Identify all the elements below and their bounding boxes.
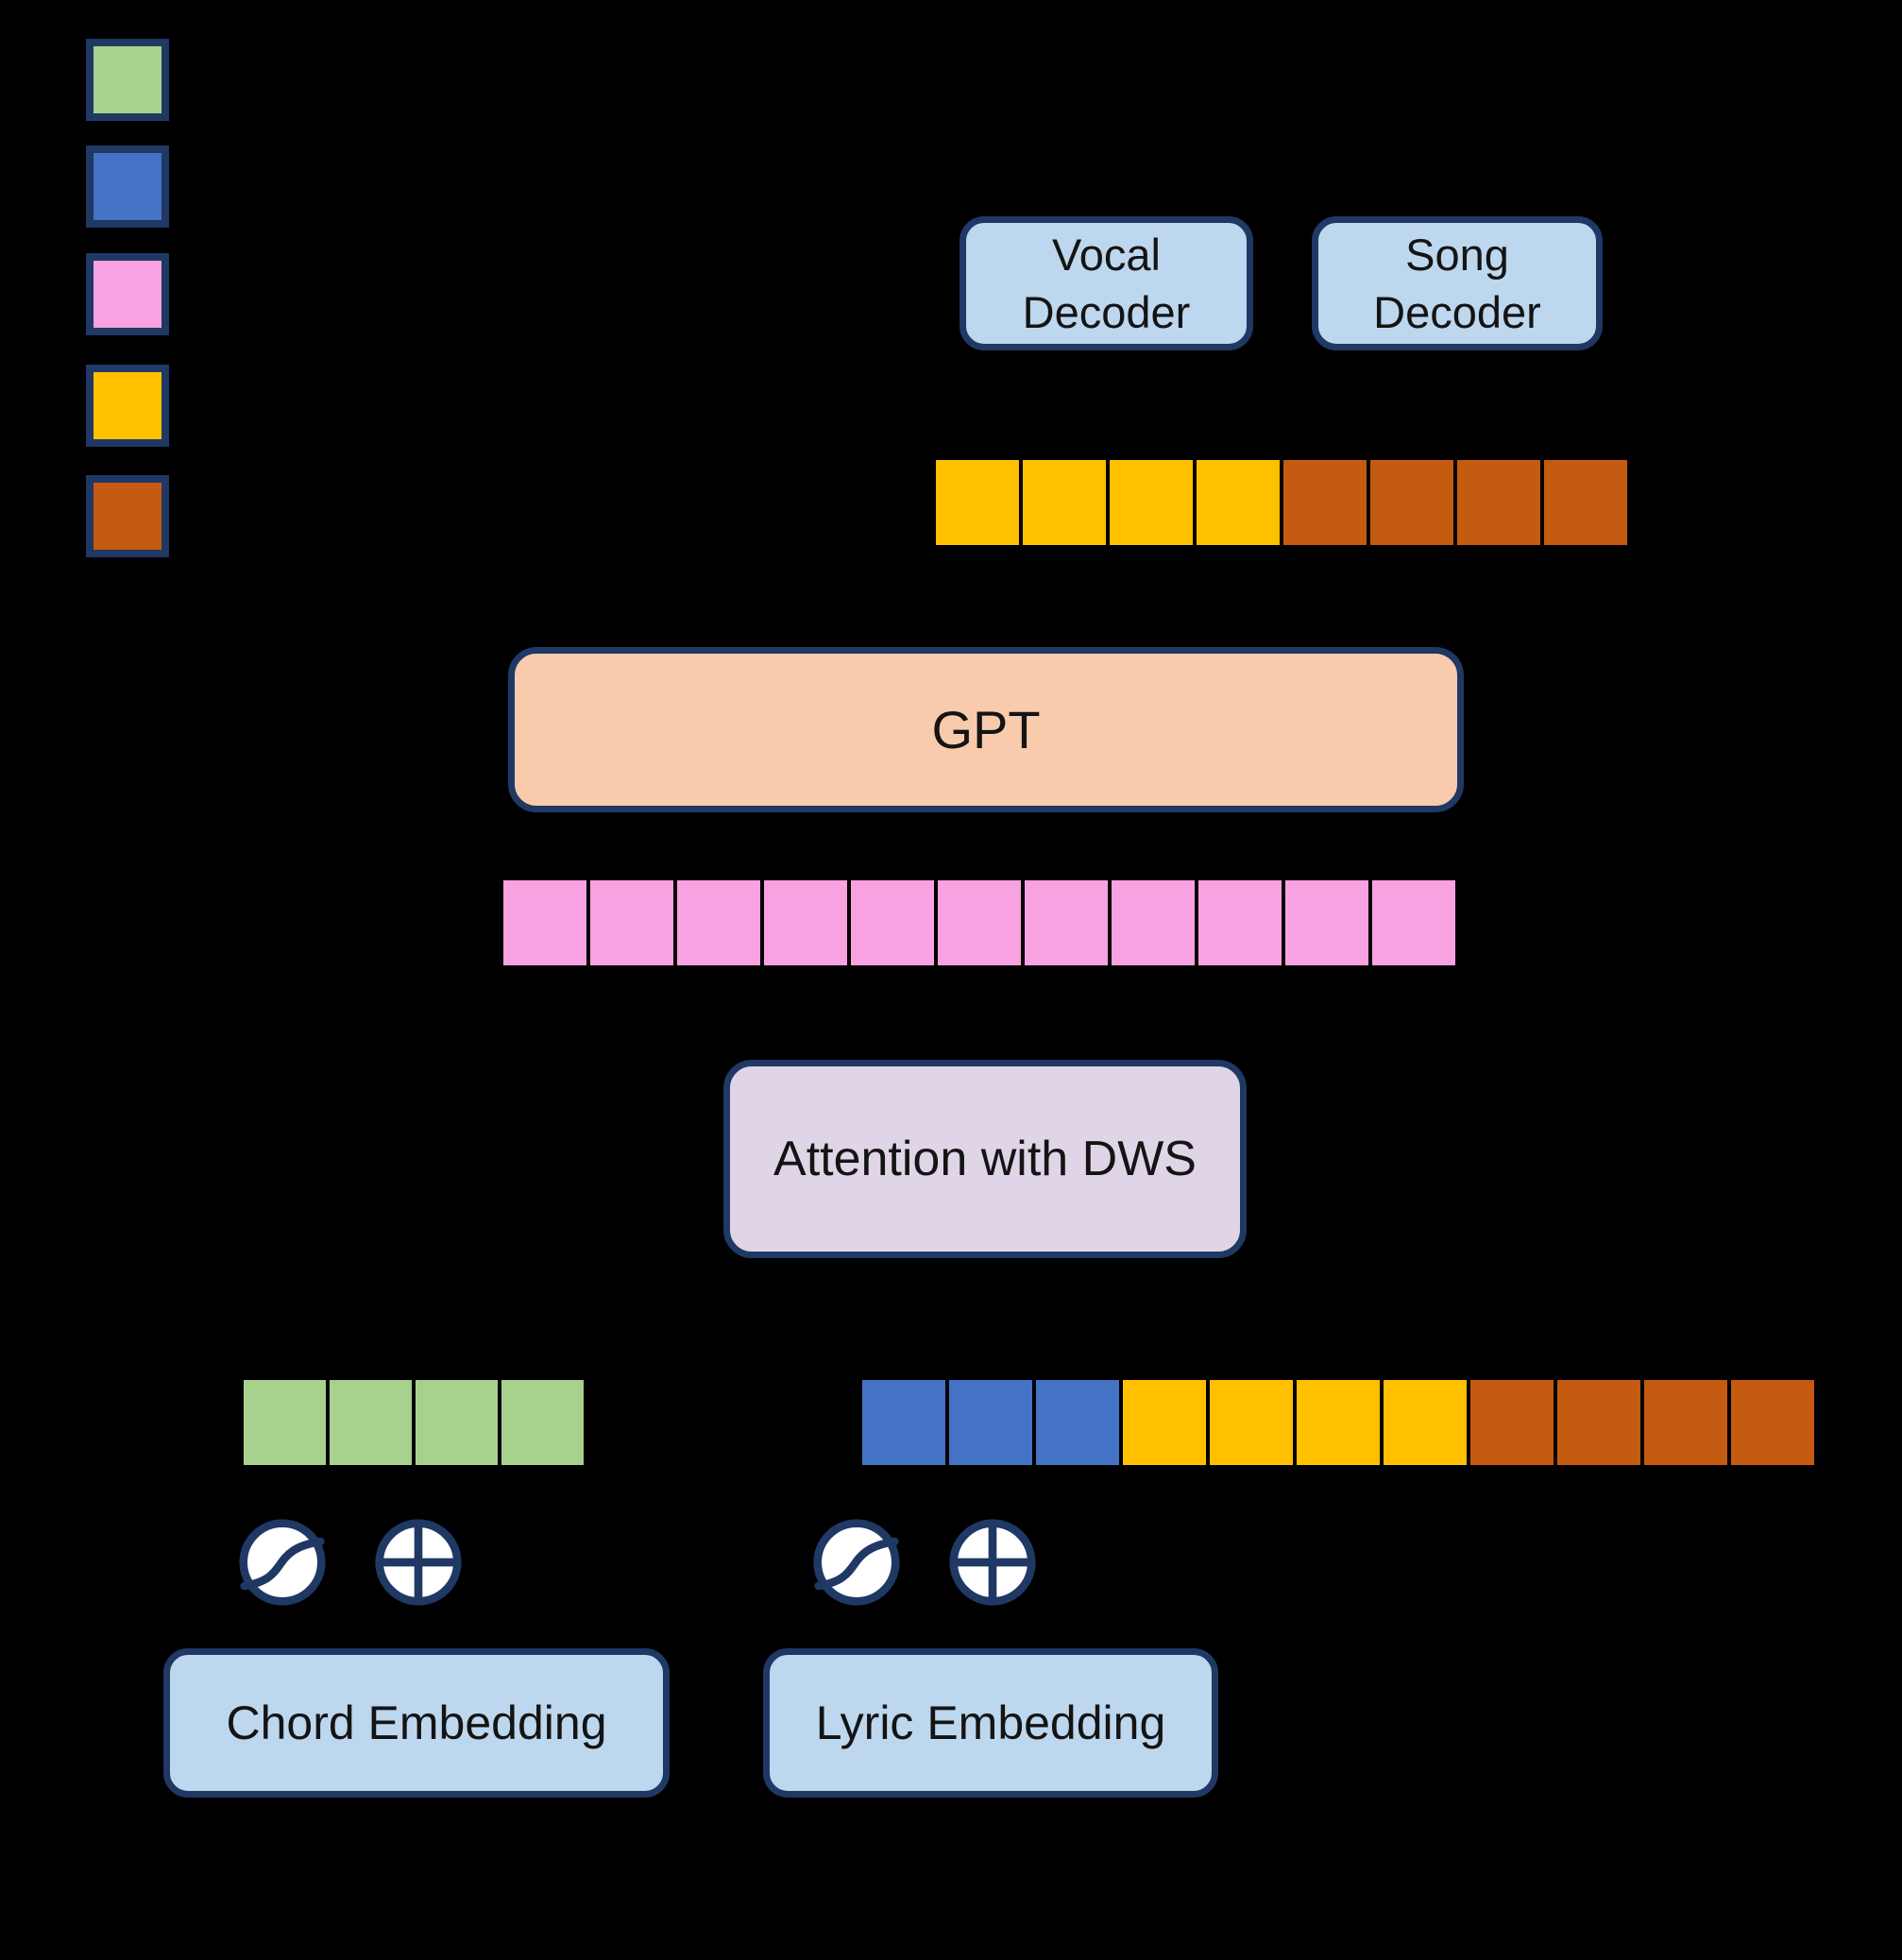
add-icon — [373, 1517, 464, 1608]
token-cell-pink — [1198, 880, 1282, 965]
token-cell-brown — [1470, 1380, 1554, 1465]
lyric-embedding-box: Lyric Embedding — [763, 1648, 1218, 1798]
token-cell-blue — [949, 1380, 1032, 1465]
token-cell-green — [244, 1380, 326, 1465]
legend-swatch-brown — [86, 475, 169, 557]
token-cell-yellow — [1297, 1380, 1380, 1465]
token-cell-blue — [1036, 1380, 1119, 1465]
token-cell-yellow — [1197, 460, 1280, 545]
token-cell-brown — [1370, 460, 1453, 545]
token-cell-brown — [1544, 460, 1627, 545]
token-cell-pink — [677, 880, 760, 965]
legend-swatch-blue — [86, 145, 169, 228]
token-cell-brown — [1731, 1380, 1814, 1465]
token-cell-pink — [1285, 880, 1368, 965]
token-cell-yellow — [1123, 1380, 1206, 1465]
gpt-input-token-row — [503, 880, 1455, 965]
legend-swatch-pink — [86, 253, 169, 335]
attention-dws-box: Attention with DWS — [723, 1060, 1247, 1258]
gpt-box: GPT — [508, 647, 1464, 812]
song-decoder-box: Song Decoder — [1312, 216, 1603, 350]
song-decoder-label: Song Decoder — [1373, 229, 1541, 337]
token-cell-yellow — [1110, 460, 1193, 545]
gpt-label: GPT — [931, 700, 1041, 759]
chord-embedding-box: Chord Embedding — [163, 1648, 670, 1798]
token-cell-yellow — [1210, 1380, 1293, 1465]
token-cell-brown — [1644, 1380, 1727, 1465]
token-cell-pink — [590, 880, 673, 965]
token-cell-pink — [764, 880, 847, 965]
token-cell-pink — [851, 880, 934, 965]
token-cell-green — [416, 1380, 498, 1465]
legend-swatch-yellow — [86, 365, 169, 447]
legend-swatch-green — [86, 39, 169, 121]
lyric-embedding-label: Lyric Embedding — [815, 1696, 1166, 1749]
token-cell-pink — [1372, 880, 1455, 965]
attention-dws-label: Attention with DWS — [773, 1132, 1197, 1186]
decoder-output-token-row — [936, 460, 1627, 545]
token-cell-yellow — [936, 460, 1019, 545]
token-cell-pink — [503, 880, 586, 965]
token-cell-brown — [1283, 460, 1367, 545]
sigmoid-icon — [811, 1517, 902, 1608]
token-cell-blue — [862, 1380, 945, 1465]
token-cell-yellow — [1023, 460, 1106, 545]
token-cell-pink — [1025, 880, 1108, 965]
token-cell-brown — [1557, 1380, 1640, 1465]
token-cell-brown — [1457, 460, 1540, 545]
token-cell-yellow — [1384, 1380, 1467, 1465]
chord-embedding-label: Chord Embedding — [226, 1696, 607, 1749]
chord-token-row — [244, 1380, 584, 1465]
vocal-decoder-label: Vocal Decoder — [1022, 229, 1191, 337]
sigmoid-icon — [237, 1517, 328, 1608]
token-cell-green — [330, 1380, 412, 1465]
token-cell-pink — [1112, 880, 1195, 965]
lyric-token-row — [862, 1380, 1814, 1465]
vocal-decoder-box: Vocal Decoder — [959, 216, 1253, 350]
add-icon — [947, 1517, 1038, 1608]
token-cell-pink — [938, 880, 1021, 965]
token-cell-green — [501, 1380, 584, 1465]
